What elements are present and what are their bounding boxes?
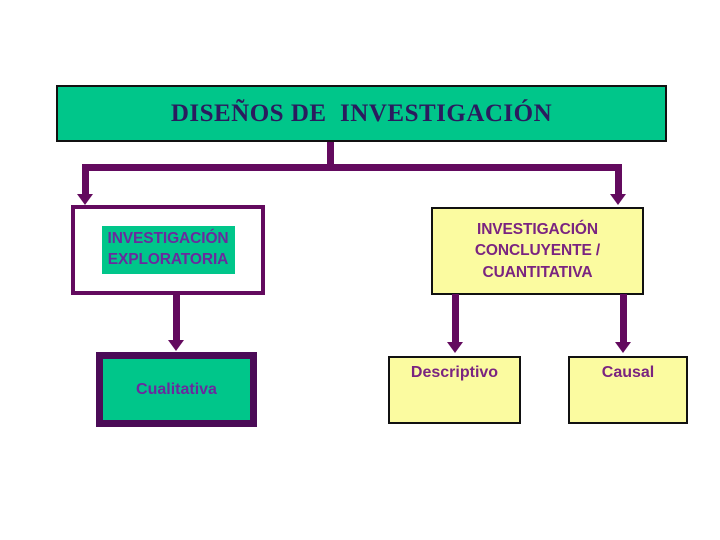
arrowhead-concluyente-to-descriptivo: [447, 342, 463, 353]
node-root-diseños-de-investigacion[interactable]: DISEÑOS DE INVESTIGACIÓN: [56, 85, 667, 142]
connector-root-stem: [327, 142, 334, 168]
node-causal[interactable]: Causal: [568, 356, 688, 424]
node-descriptivo[interactable]: Descriptivo: [388, 356, 521, 424]
arrowhead-concluyente-to-causal: [615, 342, 631, 353]
arrowhead-root-to-exploratoria: [77, 194, 93, 205]
node-cualitativa[interactable]: Cualitativa: [96, 352, 257, 427]
connector-concluyente-to-causal-line: [620, 294, 627, 344]
node-investigacion-concluyente-cuantitativa-label: INVESTIGACIÓN CONCLUYENTE / CUANTITATIVA: [474, 220, 601, 281]
node-descriptivo-label: Descriptivo: [410, 364, 499, 381]
node-investigacion-concluyente-cuantitativa[interactable]: INVESTIGACIÓN CONCLUYENTE / CUANTITATIVA: [431, 207, 644, 295]
connector-root-to-exploratoria-line: [82, 164, 89, 197]
connector-exploratoria-to-cualitativa-line: [173, 295, 180, 342]
node-cualitativa-label: Cualitativa: [136, 380, 217, 398]
node-root-label: DISEÑOS DE INVESTIGACIÓN: [170, 99, 553, 127]
node-investigacion-exploratoria[interactable]: INVESTIGACIÓN EXPLORATORIA: [71, 205, 265, 295]
node-causal-label: Causal: [601, 364, 655, 381]
connector-concluyente-to-descriptivo-line: [452, 294, 459, 344]
connector-root-to-concluyente-line: [615, 164, 622, 197]
arrowhead-root-to-concluyente: [610, 194, 626, 205]
connector-root-horizontal-bar: [82, 164, 622, 171]
arrowhead-exploratoria-to-cualitativa: [168, 340, 184, 351]
node-investigacion-exploratoria-label: INVESTIGACIÓN EXPLORATORIA: [101, 226, 235, 274]
